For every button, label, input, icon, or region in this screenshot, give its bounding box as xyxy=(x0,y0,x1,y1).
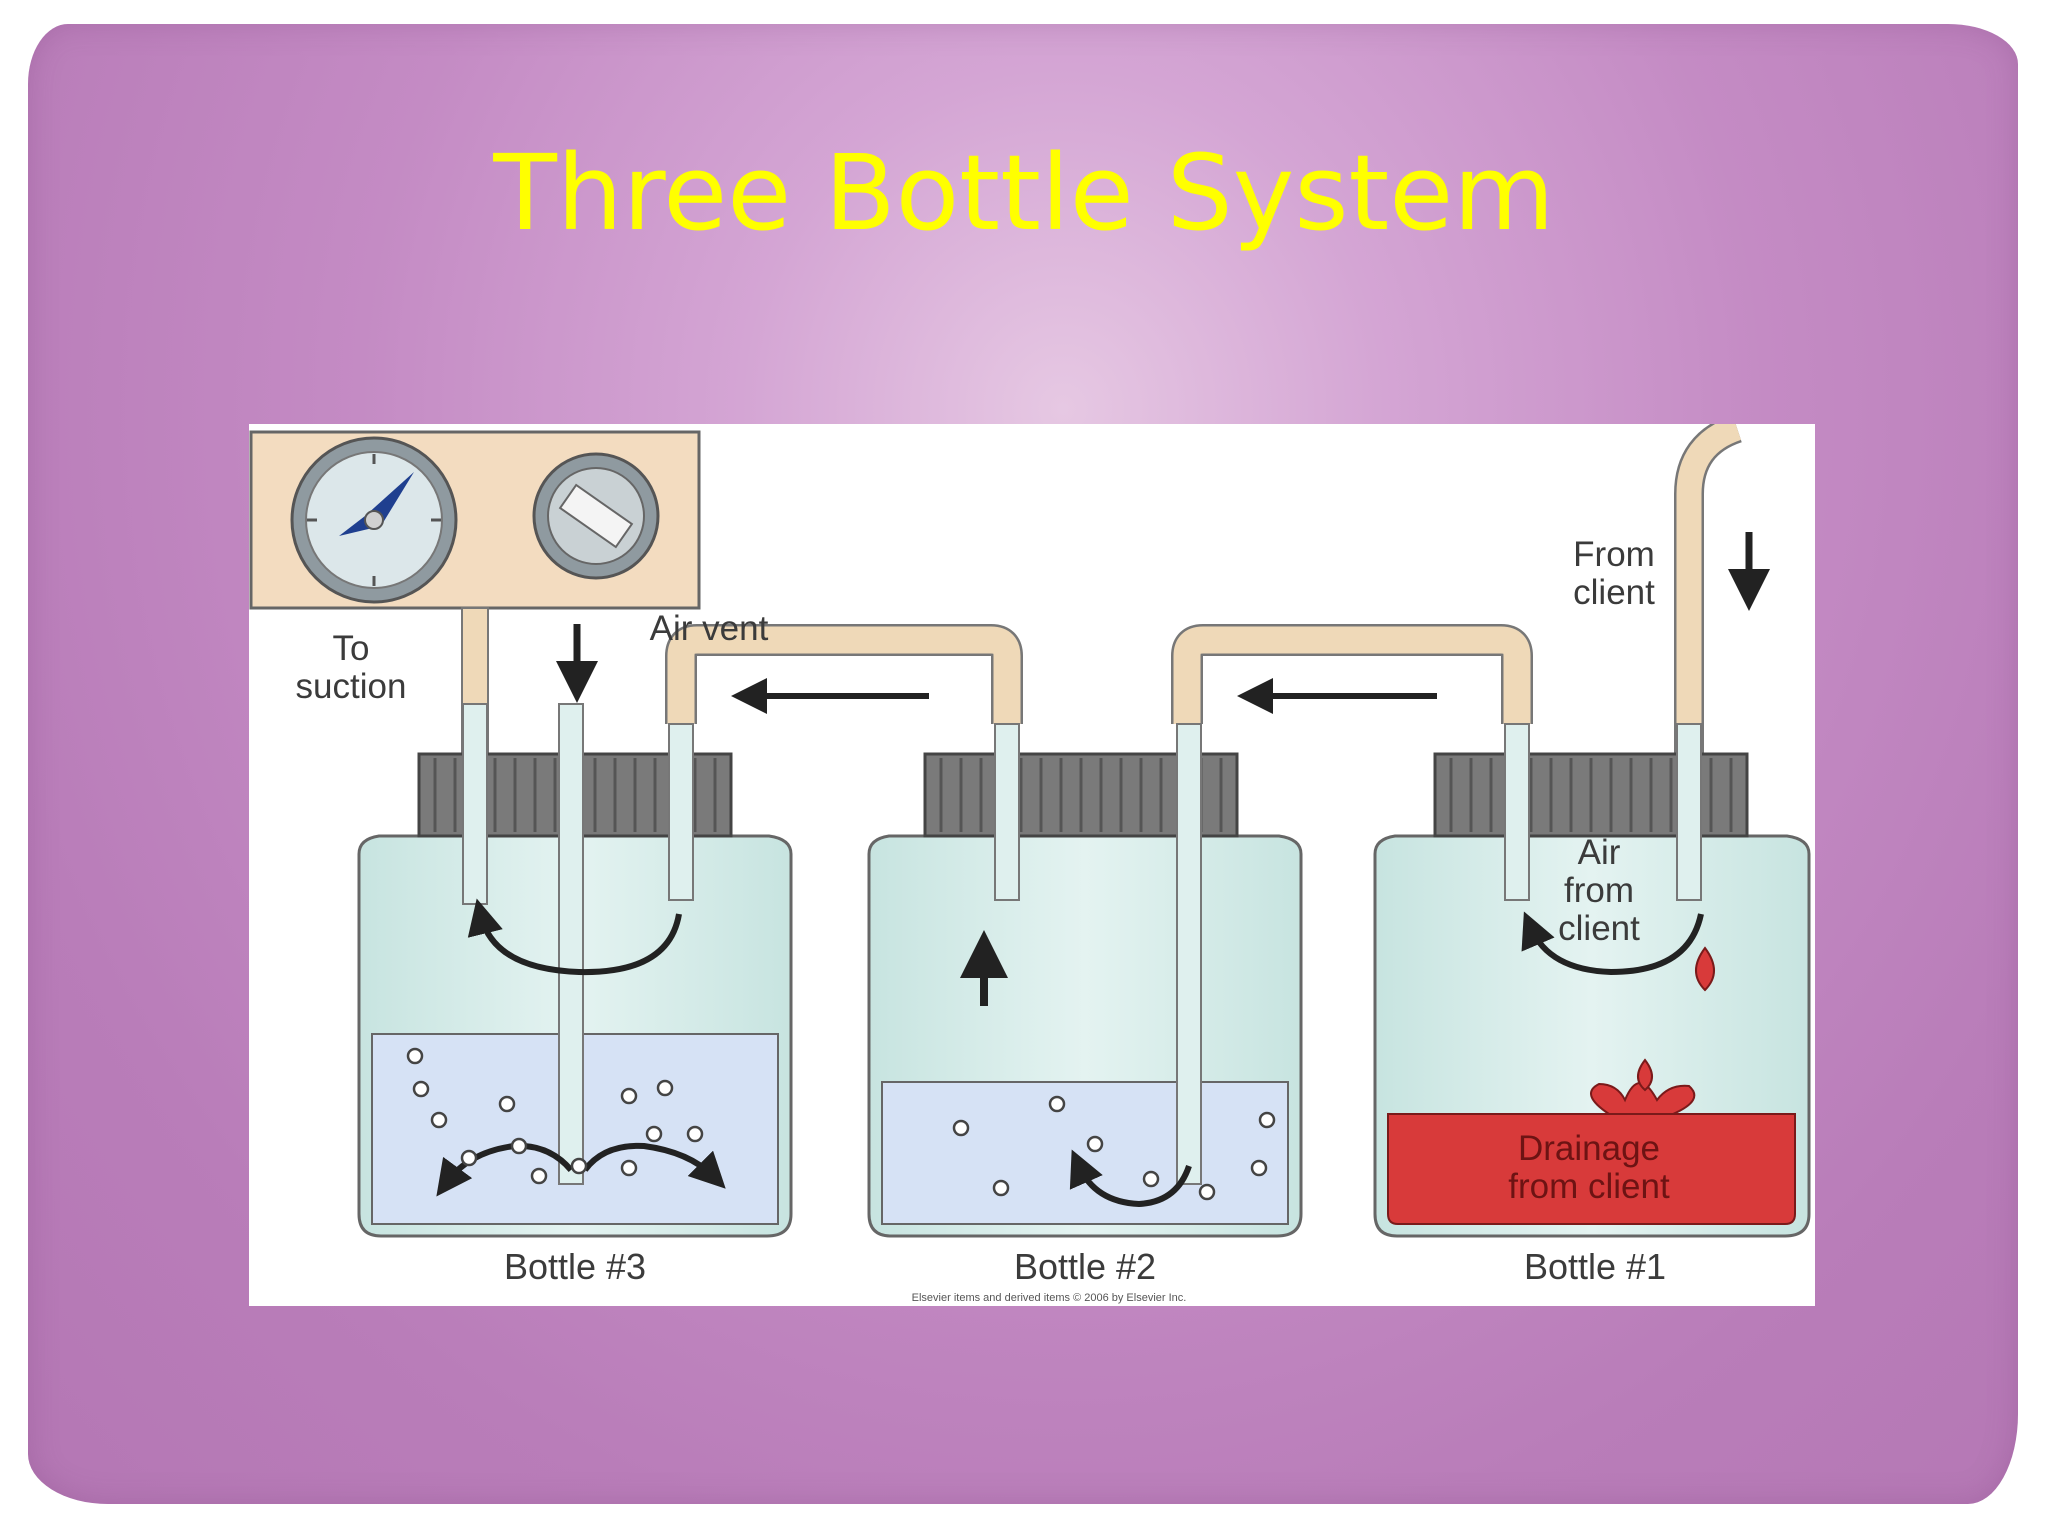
copyright-credit: Elsevier items and derived items © 2006 … xyxy=(911,1292,1187,1304)
three-bottle-diagram: To suction Air vent From client Air from… xyxy=(249,424,1815,1306)
connecting-tubes xyxy=(665,424,1743,754)
bottle-2 xyxy=(867,723,1303,1238)
diagram-drawing xyxy=(249,424,1811,1238)
bottle-3 xyxy=(357,703,793,1238)
bottle-1-label: Bottle #1 xyxy=(1523,1246,1667,1287)
pressure-gauge-icon xyxy=(290,436,458,604)
from-client-label: From client xyxy=(1573,535,1655,612)
air-vent-label: Air vent xyxy=(649,609,769,648)
slide-title: Three Bottle System xyxy=(493,132,1555,254)
bottle-2-label: Bottle #2 xyxy=(1013,1246,1157,1287)
bottle-3-label: Bottle #3 xyxy=(503,1246,647,1287)
bottle-1 xyxy=(1373,723,1811,1238)
flow-arrows xyxy=(556,532,1770,714)
regulator-knob-icon xyxy=(532,452,660,580)
drainage-from-client-label: Drainage from client xyxy=(1508,1129,1670,1206)
to-suction-label: To suction xyxy=(295,629,407,706)
air-from-client-label: Air from client xyxy=(1558,833,1640,948)
suction-control-panel xyxy=(249,430,701,865)
